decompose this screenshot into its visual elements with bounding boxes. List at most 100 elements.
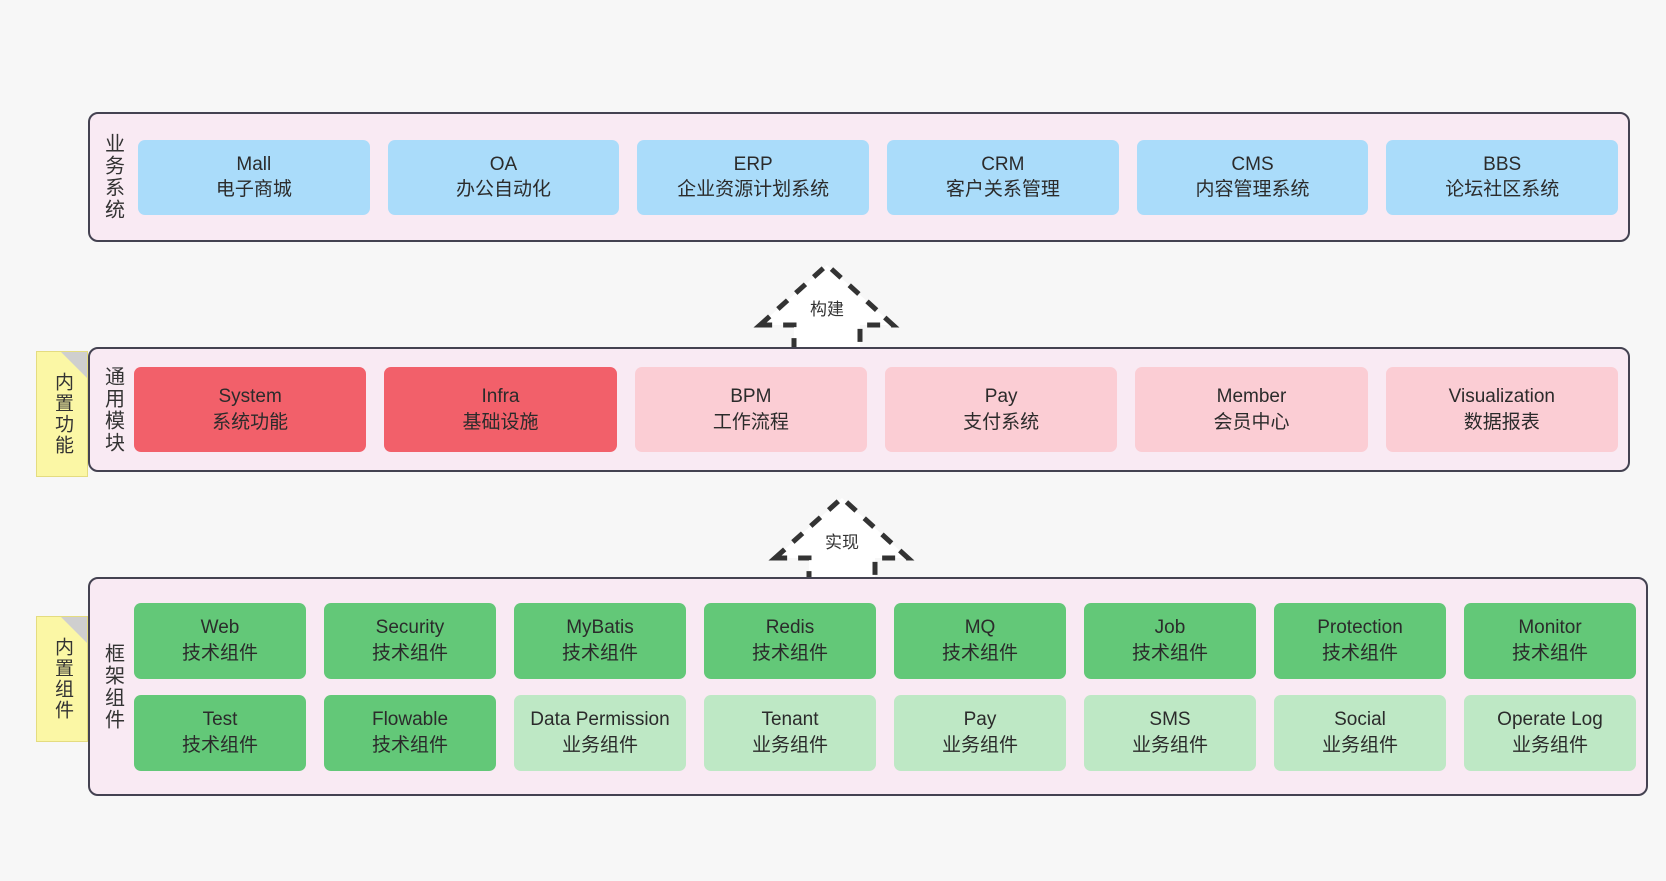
card-subtitle: 工作流程 (712, 411, 789, 433)
card-tenant[interactable]: Tenant 业务组件 (704, 694, 876, 771)
card-subtitle: 技术组件 (561, 642, 638, 664)
card-protection[interactable]: Protection 技术组件 (1274, 602, 1446, 679)
card-redis[interactable]: Redis 技术组件 (704, 602, 876, 679)
card-subtitle: 办公自动化 (456, 179, 552, 200)
layer-body-modules: System 系统功能 Infra 基础设施 BPM 工作流程 Pay 支付系统… (134, 349, 1628, 470)
card-system[interactable]: System 系统功能 (134, 367, 367, 452)
layer-framework-components: 框架组件 Web 技术组件 Security 技术组件 MyBatis 技术组件… (88, 577, 1648, 796)
card-title: Redis (765, 617, 815, 639)
card-social[interactable]: Social 业务组件 (1274, 694, 1446, 771)
card-mq[interactable]: MQ 技术组件 (894, 602, 1066, 679)
card-title: MQ (964, 617, 996, 639)
card-subtitle: 技术组件 (181, 734, 258, 756)
folded-corner-icon (61, 352, 87, 378)
card-subtitle: 技术组件 (1321, 642, 1398, 664)
connector-label-build: 构建 (810, 300, 844, 319)
dashed-up-arrow-icon (753, 261, 900, 358)
card-member[interactable]: Member 会员中心 (1135, 367, 1368, 452)
card-test[interactable]: Test 技术组件 (134, 694, 306, 771)
card-job[interactable]: Job 技术组件 (1084, 602, 1256, 679)
card-title: Pay (963, 709, 997, 731)
card-security[interactable]: Security 技术组件 (324, 602, 496, 679)
card-title: OA (489, 153, 518, 175)
card-title: MyBatis (566, 617, 634, 639)
note-label: 内置功能 (51, 372, 73, 456)
card-web[interactable]: Web 技术组件 (134, 602, 306, 679)
card-mall[interactable]: Mall 电子商城 (138, 139, 370, 215)
card-subtitle: 支付系统 (963, 411, 1040, 433)
layer-business-systems: 业务系统 Mall 电子商城 OA 办公自动化 ERP 企业资源计划系统 CRM… (88, 112, 1630, 242)
card-row: Test 技术组件 Flowable 技术组件 Data Permission … (134, 694, 1636, 771)
card-subtitle: 基础设施 (462, 411, 539, 433)
connector-implement-arrow: 实现 (755, 488, 975, 591)
card-title: CMS (1231, 153, 1274, 175)
card-title: BBS (1483, 153, 1522, 175)
card-cms[interactable]: CMS 内容管理系统 (1136, 139, 1369, 215)
layer-title-business: 业务系统 (101, 133, 124, 221)
card-subtitle: 内容管理系统 (1195, 179, 1310, 200)
card-title: Infra (481, 386, 520, 408)
card-visualization[interactable]: Visualization 数据报表 (1385, 367, 1618, 452)
card-title: SMS (1149, 709, 1191, 731)
card-flowable[interactable]: Flowable 技术组件 (324, 694, 496, 771)
card-data-permission[interactable]: Data Permission 业务组件 (514, 694, 686, 771)
card-bbs[interactable]: BBS 论坛社区系统 (1386, 139, 1619, 215)
note-builtin-function: 内置功能 (36, 351, 88, 477)
card-subtitle: 技术组件 (1511, 642, 1588, 664)
card-subtitle: 技术组件 (751, 642, 828, 664)
card-title: Security (375, 617, 445, 639)
card-infra[interactable]: Infra 基础设施 (384, 367, 617, 452)
card-subtitle: 技术组件 (941, 642, 1018, 664)
card-subtitle: 技术组件 (371, 642, 448, 664)
card-title: ERP (733, 153, 773, 175)
card-title: Job (1154, 617, 1186, 639)
card-oa[interactable]: OA 办公自动化 (387, 139, 620, 215)
card-pay-business[interactable]: Pay 业务组件 (894, 694, 1066, 771)
card-title: Visualization (1448, 386, 1555, 408)
card-subtitle: 企业资源计划系统 (677, 179, 830, 200)
card-title: Operate Log (1497, 709, 1603, 731)
card-row: System 系统功能 Infra 基础设施 BPM 工作流程 Pay 支付系统… (134, 367, 1618, 452)
card-title: Member (1216, 386, 1287, 408)
card-sms[interactable]: SMS 业务组件 (1084, 694, 1256, 771)
card-pay[interactable]: Pay 支付系统 (884, 367, 1118, 452)
card-mybatis[interactable]: MyBatis 技术组件 (514, 602, 686, 679)
note-builtin-component: 内置组件 (36, 616, 88, 742)
card-title: Monitor (1518, 617, 1582, 639)
card-subtitle: 数据报表 (1463, 411, 1540, 433)
card-subtitle: 技术组件 (1131, 642, 1208, 664)
card-title: BPM (730, 386, 772, 408)
card-subtitle: 电子商城 (215, 179, 292, 200)
card-subtitle: 技术组件 (371, 734, 448, 756)
card-row: Mall 电子商城 OA 办公自动化 ERP 企业资源计划系统 CRM 客户关系… (138, 139, 1619, 215)
dashed-up-arrow-icon (768, 494, 915, 591)
connector-build-arrow: 构建 (740, 255, 960, 358)
card-subtitle: 业务组件 (561, 734, 638, 756)
card-subtitle: 业务组件 (1321, 734, 1398, 756)
card-title: Protection (1317, 617, 1403, 639)
card-title: Web (200, 617, 240, 639)
layer-title-modules: 通用模块 (101, 365, 124, 454)
card-erp[interactable]: ERP 企业资源计划系统 (637, 139, 870, 215)
card-title: Social (1334, 709, 1386, 731)
layer-body-business: Mall 电子商城 OA 办公自动化 ERP 企业资源计划系统 CRM 客户关系… (134, 114, 1628, 240)
card-subtitle: 系统功能 (212, 411, 289, 433)
layer-common-modules: 通用模块 System 系统功能 Infra 基础设施 BPM 工作流程 Pay… (88, 347, 1630, 472)
card-title: Data Permission (530, 709, 670, 731)
card-title: Test (202, 709, 238, 731)
layer-title-framework: 框架组件 (101, 642, 124, 731)
card-title: Flowable (371, 709, 449, 731)
card-row: Web 技术组件 Security 技术组件 MyBatis 技术组件 Redi… (134, 602, 1636, 679)
folded-corner-icon (61, 617, 87, 643)
card-title: Tenant (761, 709, 819, 731)
card-crm[interactable]: CRM 客户关系管理 (887, 139, 1119, 215)
card-subtitle: 业务组件 (1131, 734, 1208, 756)
card-subtitle: 业务组件 (1511, 734, 1588, 756)
card-subtitle: 论坛社区系统 (1445, 179, 1560, 200)
card-bpm[interactable]: BPM 工作流程 (634, 367, 867, 452)
card-subtitle: 业务组件 (751, 734, 828, 756)
card-subtitle: 业务组件 (941, 734, 1018, 756)
card-operate-log[interactable]: Operate Log 业务组件 (1464, 694, 1636, 771)
card-monitor[interactable]: Monitor 技术组件 (1464, 602, 1636, 679)
